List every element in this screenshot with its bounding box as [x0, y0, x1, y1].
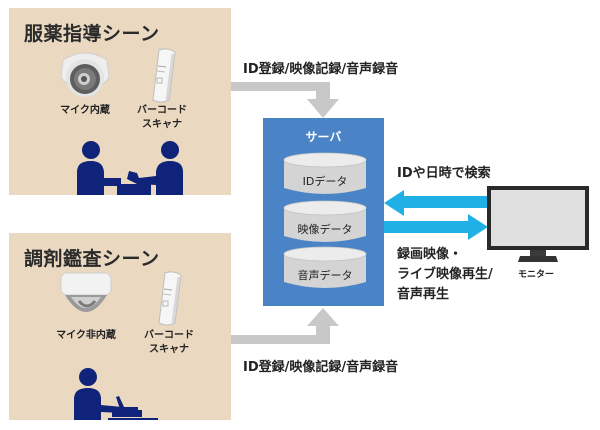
- barcode-scanner-icon: [152, 48, 176, 103]
- monitor-label: モニター: [518, 270, 555, 280]
- dome-camera-icon: [60, 272, 112, 312]
- playback-arrow: [384, 214, 488, 240]
- playback-label-line3: 音声再生: [397, 287, 450, 302]
- database-video: 映像データ: [283, 200, 367, 244]
- playback-label-line1: 録画映像・: [397, 247, 463, 262]
- upload-arrow-bottom: [231, 308, 339, 344]
- server-box: サーバ IDデータ 映像データ 音声データ: [263, 118, 384, 306]
- database-label: IDデータ: [302, 175, 348, 188]
- database-label: 映像データ: [297, 223, 353, 236]
- pharmacist-icon: [74, 368, 158, 420]
- scanner-label: バーコード スキャナ: [127, 104, 197, 132]
- search-label: IDや日時で検索: [397, 166, 491, 181]
- database-icon: [283, 246, 367, 288]
- database-icon: [283, 152, 367, 194]
- scene-panel-inspection: 調剤鑑査シーン マイク非内蔵 バーコード スキャナ: [9, 233, 231, 420]
- scanner-label-line2: スキャナ: [142, 119, 182, 130]
- scanner-label-line1: バーコード: [137, 105, 187, 116]
- flow-label-bottom: ID登録/映像記録/音声録音: [243, 360, 399, 375]
- database-audio: 音声データ: [283, 246, 367, 290]
- database-label: 音声データ: [297, 269, 353, 282]
- camera-icon: [60, 52, 110, 97]
- database-id: IDデータ: [283, 152, 367, 196]
- camera-label: マイク内蔵: [60, 105, 110, 116]
- playback-label: 録画映像・ ライブ映像再生/ 音声再生: [397, 245, 493, 305]
- server-title: サーバ: [305, 130, 342, 144]
- scanner-label-line1: バーコード: [144, 330, 194, 341]
- scanner-label-line2: スキャナ: [149, 344, 189, 355]
- monitor-icon: [487, 186, 589, 262]
- upload-arrow-top: [231, 82, 339, 118]
- barcode-scanner-icon: [158, 271, 182, 326]
- scanner-label: バーコード スキャナ: [134, 329, 204, 357]
- scene-panel-counseling: 服薬指導シーン マイク内蔵 バーコード スキャナ: [9, 8, 231, 195]
- camera-label: マイク非内蔵: [56, 330, 116, 341]
- database-icon: [283, 200, 367, 242]
- scene-title: 服薬指導シーン: [24, 23, 160, 45]
- playback-label-line2: ライブ映像再生/: [397, 267, 493, 282]
- people-counseling-icon: [77, 141, 183, 195]
- scene-title: 調剤鑑査シーン: [24, 248, 160, 270]
- flow-label-top: ID登録/映像記録/音声録音: [243, 62, 399, 77]
- search-arrow: [384, 190, 488, 216]
